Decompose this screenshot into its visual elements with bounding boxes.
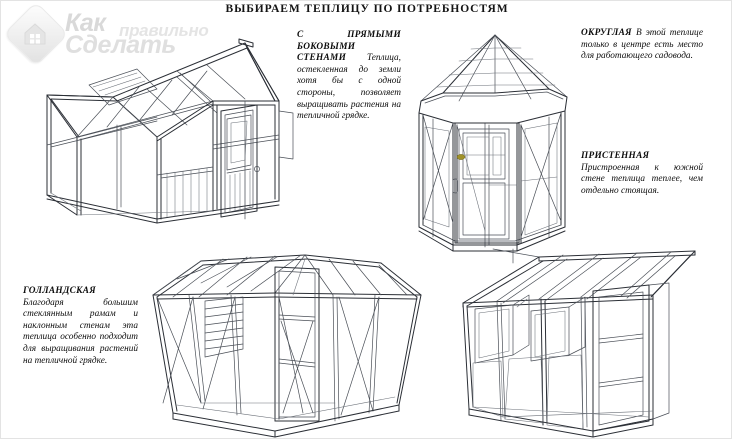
caption-lean-heading: ПРИСТЕННАЯ <box>581 151 650 161</box>
caption-dutch: ГОЛЛАНДСКАЯ Благодаря большим стеклянным… <box>23 286 138 367</box>
caption-round: ОКРУГЛАЯ В этой теплице только в центре … <box>581 28 703 63</box>
caption-round-body: В этой теплице только в центре есть мест… <box>581 28 703 62</box>
caption-lean-to: ПРИСТЕННАЯ Пристроенная к южной стене те… <box>581 151 703 197</box>
caption-straight-walls: С ПРЯМЫМИ БОКОВЫМИ СТЕНАМИ Теплица, осте… <box>297 30 401 123</box>
greenhouse-octagonal-illustration <box>397 31 587 259</box>
page-title: ВЫБИРАЕМ ТЕПЛИЦУ ПО ПОТРЕБНОСТЯМ <box>225 3 509 15</box>
caption-dutch-body: Благодаря большим стеклянным рамам и нак… <box>23 297 138 366</box>
caption-straight-body: Теплица, остекленная до земли хотя бы с … <box>297 53 401 122</box>
caption-straight-heading: С ПРЯМЫМИ БОКОВЫМИ СТЕНАМИ <box>297 30 401 64</box>
greenhouse-dutch-sloped-illustration <box>143 253 435 437</box>
greenhouse-straight-walls-illustration <box>17 25 289 241</box>
caption-lean-body: Пристроенная к южной стене теплица тепле… <box>581 162 703 196</box>
greenhouse-lean-to-illustration <box>453 249 723 439</box>
caption-round-heading: ОКРУГЛАЯ <box>581 28 632 38</box>
caption-dutch-heading: ГОЛЛАНДСКАЯ <box>23 286 96 296</box>
